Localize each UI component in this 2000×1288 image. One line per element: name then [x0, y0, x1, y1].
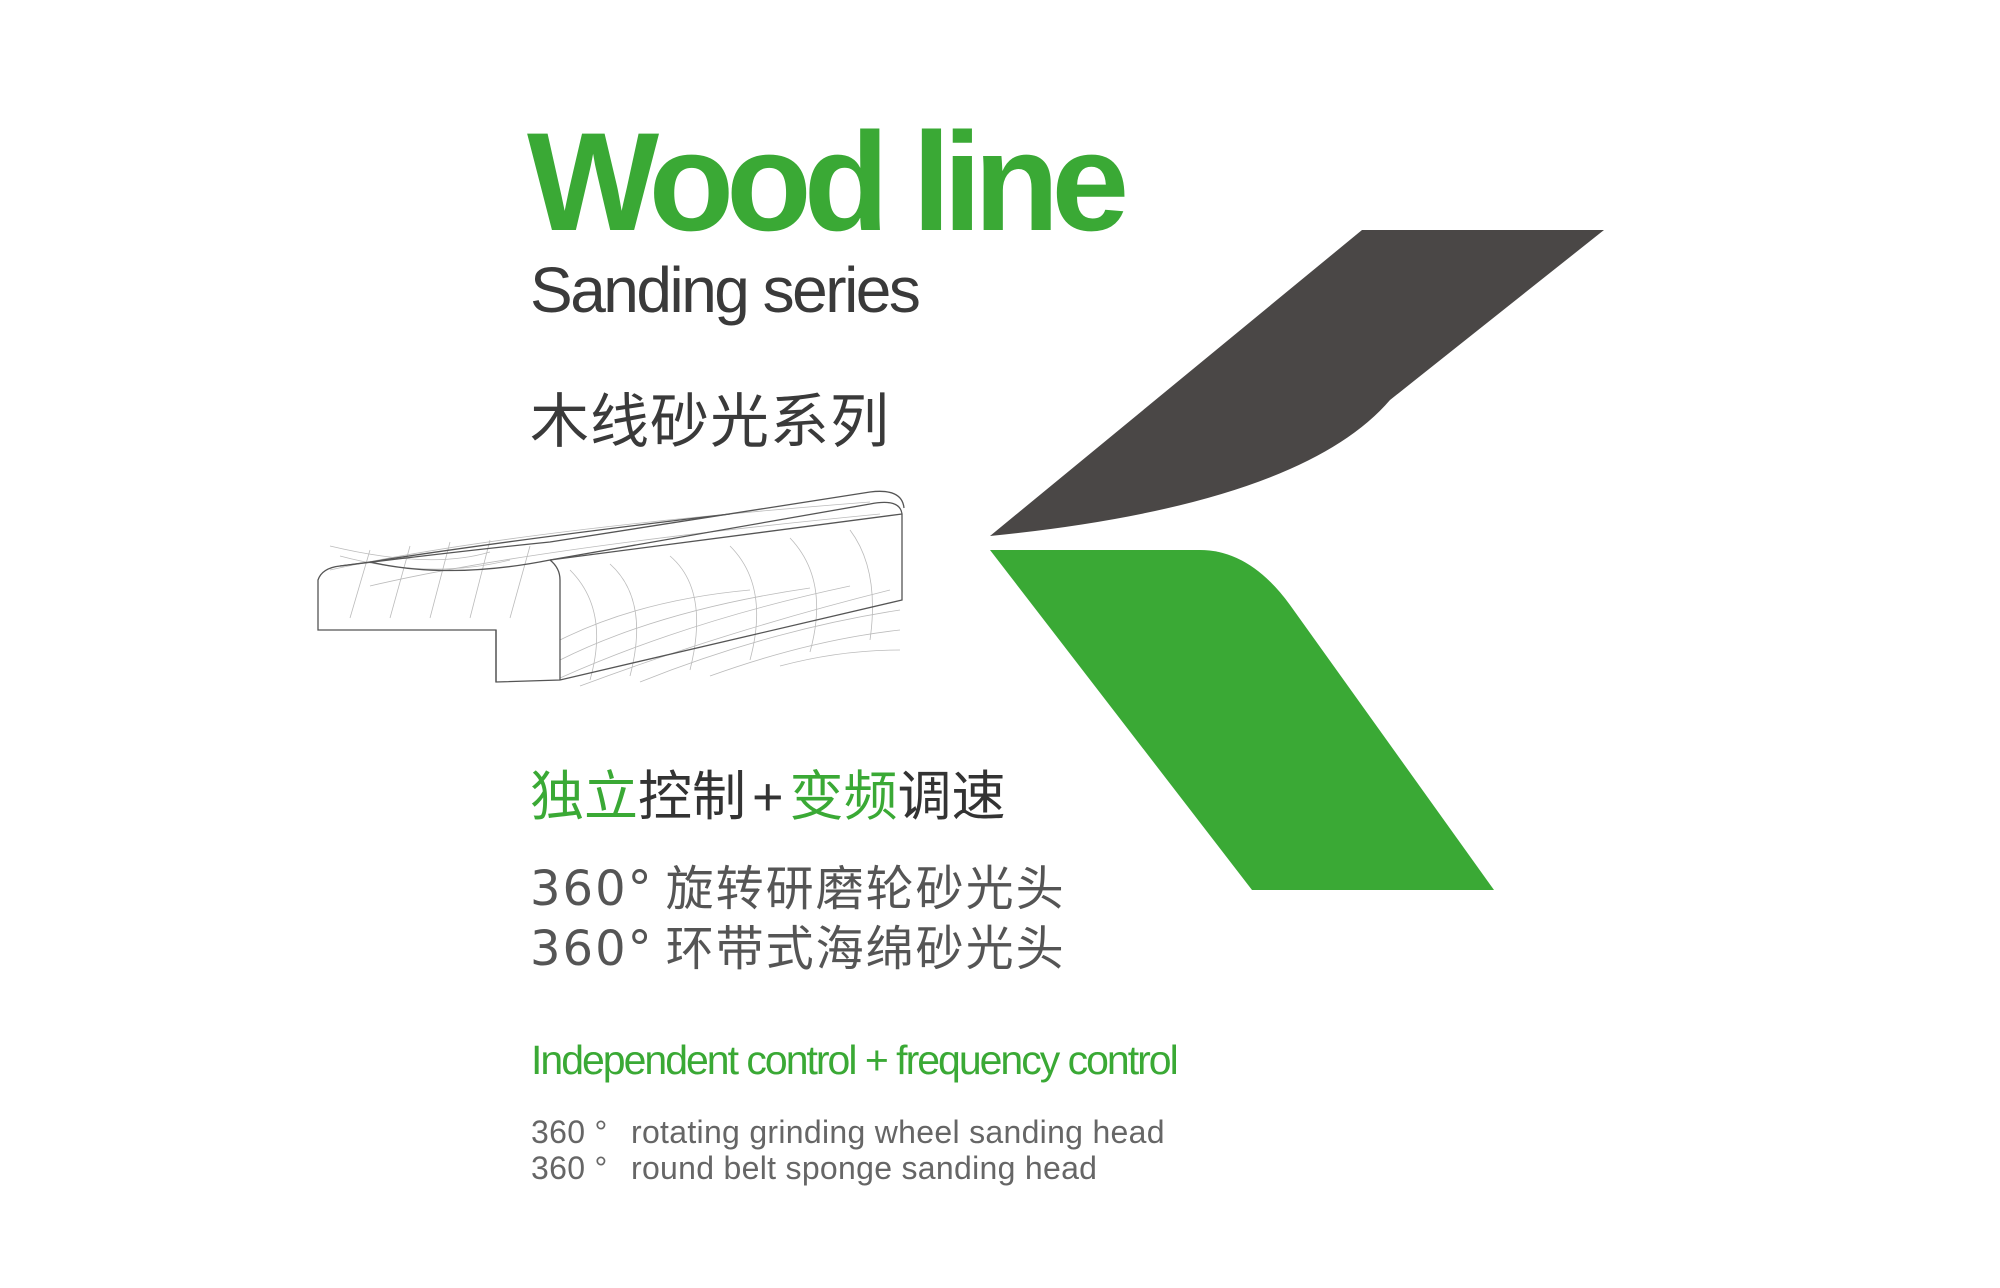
- feature-en-line: 360 ° round belt sponge sanding head: [531, 1152, 1097, 1184]
- feature-en-prefix: 360 °: [531, 1114, 608, 1150]
- feature-en-text: rotating grinding wheel sanding head: [631, 1114, 1165, 1150]
- chevron-k-mark-icon: [990, 230, 1604, 890]
- feature-cn-prefix: 360°: [530, 861, 654, 917]
- headline-english: Independent control + frequency control: [531, 1037, 1179, 1083]
- wood-moulding-profile-drawing-icon: [317, 490, 905, 687]
- feature-en-text: round belt sponge sanding head: [631, 1150, 1098, 1186]
- feature-cn-text: 旋转研磨轮砂光头: [665, 861, 1066, 917]
- feature-en-prefix: 360 °: [531, 1150, 608, 1186]
- headline-cn-plus: +: [752, 767, 784, 827]
- main-title: Wood line: [527, 103, 1129, 260]
- headline-cn-part1-dark: 控制: [638, 765, 746, 828]
- headline-cn-part2-dark: 调速: [897, 765, 1006, 828]
- feature-cn-line: 360°旋转研磨轮砂光头: [530, 865, 1066, 913]
- subtitle: Sanding series: [530, 254, 921, 326]
- chinese-title: 木线砂光系列: [530, 387, 891, 456]
- headline-cn-part1-green: 独立: [530, 765, 638, 828]
- feature-cn-line: 360°环带式海绵砂光头: [530, 925, 1066, 973]
- feature-en-line: 360 ° rotating grinding wheel sanding hea…: [531, 1116, 1165, 1148]
- feature-cn-prefix: 360°: [530, 921, 654, 977]
- headline-cn-part2-green: 变频: [789, 765, 898, 828]
- feature-cn-text: 环带式海绵砂光头: [665, 921, 1066, 977]
- headline-chinese: 独立控制+变频调速: [530, 767, 1006, 827]
